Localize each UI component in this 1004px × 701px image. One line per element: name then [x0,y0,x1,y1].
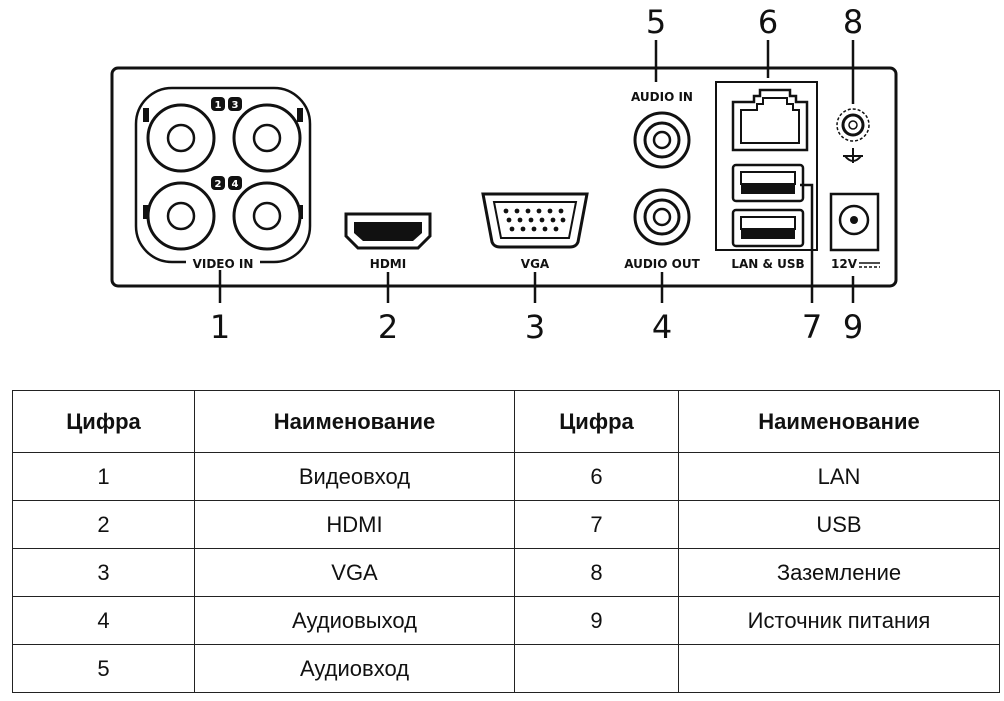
table-header-row: Цифра Наименование Цифра Наименование [12,390,1000,453]
lan-usb-label: LAN & USB [731,257,804,271]
badge-3: 3 [232,100,239,111]
callout-leaders [218,40,855,303]
table-cell: 4 [12,596,195,645]
table-cell: 8 [514,548,679,597]
header-name: Наименование [194,390,515,453]
table-cell: 3 [12,548,195,597]
table-cell: 2 [12,500,195,549]
callout-9: 9 [843,308,863,346]
table-cell: 5 [12,644,195,693]
usb-port-bottom [731,208,805,248]
callout-8: 8 [843,3,863,41]
audio-out-port: AUDIO OUT [624,188,701,271]
table-row: 2 HDMI 7 USB [12,500,1000,549]
port-description-table: Цифра Наименование Цифра Наименование 1 … [12,390,1000,693]
audio-in-port: AUDIO IN [631,90,693,169]
video-in-group: 1 3 2 4 VIDEO IN [134,86,312,271]
table-cell: Заземление [678,548,1000,597]
ground-terminal [836,108,870,163]
table-cell: 6 [514,452,679,501]
table-cell: 1 [12,452,195,501]
audio-in-label: AUDIO IN [631,90,693,104]
vga-label: VGA [521,257,550,271]
usb-port-top [731,163,805,203]
bnc-connector-1 [143,103,216,173]
table-cell: 9 [514,596,679,645]
table-cell: VGA [194,548,515,597]
table-cell: Видеовход [194,452,515,501]
badge-2: 2 [215,179,222,190]
table-cell: 7 [514,500,679,549]
callout-1: 1 [210,308,230,346]
header-digit: Цифра [12,390,195,453]
table-cell [678,644,1000,693]
table-cell: Источник питания [678,596,1000,645]
callout-5: 5 [646,3,666,41]
hdmi-label: HDMI [370,257,406,271]
callout-4: 4 [652,308,672,346]
video-in-label: VIDEO IN [193,257,254,271]
header-digit: Цифра [514,390,679,453]
callout-3: 3 [525,308,545,346]
table-cell: Аудиовыход [194,596,515,645]
table-row: 5 Аудиовход [12,644,1000,693]
header-name: Наименование [678,390,1000,453]
table-cell: LAN [678,452,1000,501]
table-cell [514,644,679,693]
callout-2: 2 [378,308,398,346]
table-cell: USB [678,500,1000,549]
badge-4: 4 [232,179,239,190]
ground-icon [843,148,863,163]
audio-out-label: AUDIO OUT [624,257,700,271]
lan-usb-group: LAN & USB [715,81,818,271]
badge-1: 1 [215,100,222,111]
table-row: 4 Аудиовыход 9 Источник питания [12,596,1000,645]
table-row: 1 Видеовход 6 LAN [12,452,1000,501]
table-row: 3 VGA 8 Заземление [12,548,1000,597]
callout-6: 6 [758,3,778,41]
callout-7: 7 [802,308,822,346]
bnc-connector-2 [143,181,216,251]
bnc-connector-4 [232,181,303,251]
power-label: 12V [831,257,858,271]
vga-port: VGA [481,192,589,271]
bnc-connector-3 [232,103,303,173]
table-cell: Аудиовход [194,644,515,693]
table-cell: HDMI [194,500,515,549]
hdmi-port: HDMI [344,212,432,271]
power-port: 12V [829,192,880,271]
rear-panel-diagram: 1 3 2 4 VIDEO IN HDMI VGA AUDIO IN AUDIO… [110,3,898,346]
